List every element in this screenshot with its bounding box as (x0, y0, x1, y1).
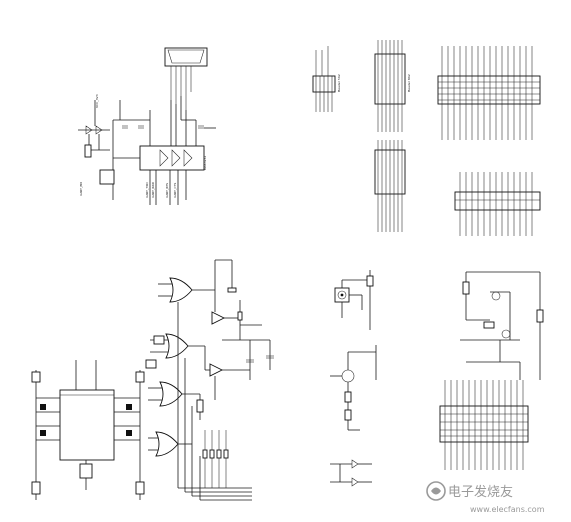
svg-text:UART_RTS: UART_RTS (165, 183, 169, 198)
svg-text:UART_TXD: UART_TXD (145, 182, 149, 198)
main-ic (31, 360, 145, 500)
svg-text:UART_EN: UART_EN (79, 182, 83, 196)
connector-top-right (437, 46, 541, 140)
connector-mid-right (454, 172, 541, 236)
transistor-stage (330, 345, 377, 431)
watermark: 电子发烧友 www.elecfans.com (426, 481, 545, 514)
opamp-stage (196, 259, 274, 420)
svg-text:UART_RXD: UART_RXD (151, 181, 155, 198)
header-block-1: Header 5X2 (312, 46, 341, 112)
db9-connector (164, 47, 208, 110)
bottom-leds (330, 459, 372, 487)
watermark-brand: 电子发烧友 (448, 484, 513, 500)
rs232-transceiver: UART_TXD UART_RXD UART_RTS UART_CTS MAX3… (112, 96, 216, 205)
connector-bottom-right (439, 380, 529, 470)
svg-text:UART_CTS: UART_CTS (173, 183, 177, 198)
status-leds: UART_EN VCC_3V3 (78, 94, 115, 196)
potentiometer (334, 270, 374, 330)
watermark-url: www.elecfans.com (470, 505, 545, 514)
logic-gates (145, 277, 252, 501)
svg-text:Header 8X2: Header 8X2 (407, 74, 411, 92)
svg-text:MAX3232: MAX3232 (203, 156, 207, 170)
svg-text:VCC_3V3: VCC_3V3 (95, 94, 99, 108)
header-block-2: Header 8X2 (374, 40, 411, 132)
regulator-section (460, 271, 544, 380)
svg-text:Header 5X2: Header 5X2 (337, 74, 341, 92)
header-block-3 (374, 140, 406, 232)
